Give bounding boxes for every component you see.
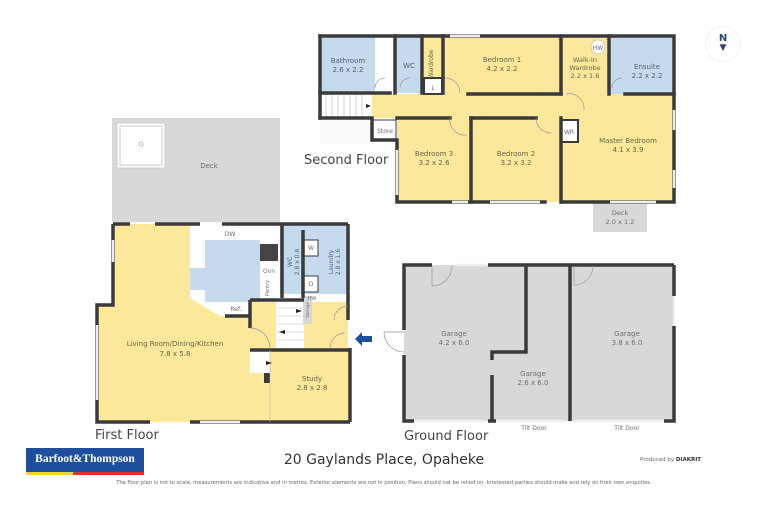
room-label-ensuite: Ensuite	[634, 63, 660, 71]
svg-text:2.8 x 2.8: 2.8 x 2.8	[297, 384, 328, 392]
deck-second-area	[593, 202, 647, 232]
room-label-living: Living Room/Dining/Kitchen	[127, 340, 224, 348]
garage-area	[404, 265, 674, 421]
bathroom-area	[320, 36, 375, 93]
produced-by: Produced by DIAKRIT	[640, 457, 701, 463]
north-arrow-icon: ▼	[719, 43, 727, 53]
ensuite-area	[610, 36, 674, 94]
room-label-bedroom2: Bedroom 2	[497, 150, 535, 158]
svg-text:4.2 x 2.2: 4.2 x 2.2	[487, 65, 518, 73]
svg-text:2.8 x 0.8: 2.8 x 0.8	[294, 249, 301, 276]
second-floor: Bathroom 2.6 x 2.2 WC Wardrobe Bedroom 1…	[304, 34, 676, 232]
room-label-bedroom1: Bedroom 1	[483, 56, 521, 64]
agency-logo-text: Barfoot&Thompson	[35, 453, 135, 465]
kitchen-island	[205, 240, 260, 302]
produced-by-prefix: Produced by	[640, 457, 676, 463]
svg-text:2.6 x 2.2: 2.6 x 2.2	[333, 66, 364, 74]
room-label-wc-second: WC	[403, 62, 415, 70]
svg-text:HW: HW	[308, 296, 317, 302]
svg-text:4.1 x 3.9: 4.1 x 3.9	[613, 146, 644, 154]
room-label-garage-3: Garage	[614, 330, 640, 338]
svg-text:L: L	[431, 85, 435, 92]
svg-text:Store: Store	[377, 128, 393, 135]
room-label-study: Study	[302, 375, 322, 383]
study-area	[270, 350, 350, 422]
svg-text:WR: WR	[564, 129, 574, 136]
room-label-garage-2: Garage	[520, 370, 546, 378]
svg-text:4.2 x 6.0: 4.2 x 6.0	[439, 339, 470, 347]
agency-logo: Barfoot&Thompson	[26, 448, 144, 475]
room-label-bedroom3: Bedroom 3	[415, 150, 453, 158]
room-label-walkin: Walk-In	[573, 56, 597, 64]
svg-text:2.2 x 1.6: 2.2 x 1.6	[571, 72, 600, 80]
bedroom1-area	[443, 36, 561, 94]
room-label-laundry: Laundry	[328, 249, 335, 274]
room-label-bathroom: Bathroom	[331, 57, 366, 65]
room-label-deck-second: Deck	[612, 209, 629, 217]
compass-label: N	[718, 33, 728, 44]
room-label-wardrobe: Wardrobe	[428, 49, 435, 78]
svg-text:3.2 x 2.6: 3.2 x 2.6	[419, 159, 450, 167]
svg-text:3.2 x 3.2: 3.2 x 3.2	[501, 159, 532, 167]
tilt-door-label-2: Tilt Door	[613, 425, 640, 432]
compass: N ▼	[705, 26, 741, 62]
room-label-master: Master Bedroom	[599, 137, 657, 145]
room-label-deck-first: Deck	[200, 162, 219, 170]
room-label-wc-first: WC	[287, 257, 294, 267]
property-address: 20 Gaylands Place, Opaheke	[283, 452, 485, 468]
floor-label-first: First Floor	[95, 428, 159, 443]
producer-brand: DIAKRIT	[675, 457, 702, 463]
svg-text:DW: DW	[225, 231, 236, 238]
svg-text:Pantry: Pantry	[265, 280, 271, 296]
room-label-garage-1: Garage	[441, 330, 467, 338]
svg-text:Ref.: Ref.	[230, 306, 241, 313]
svg-text:2.6 x 6.0: 2.6 x 6.0	[518, 379, 549, 387]
living-area	[97, 224, 270, 422]
svg-text:2.8 x 1.6: 2.8 x 1.6	[335, 249, 342, 276]
svg-text:2.0 x 1.2: 2.0 x 1.2	[606, 218, 635, 226]
svg-text:HW: HW	[593, 45, 604, 52]
svg-text:W: W	[308, 245, 314, 252]
tilt-door-label-1: Tilt Door	[520, 425, 547, 432]
logo-stripe	[26, 472, 144, 475]
svg-text:D: D	[309, 281, 314, 288]
floor-label-ground: Ground Floor	[404, 429, 489, 444]
disclaimer: The floor plan is not to scale, measurem…	[116, 480, 652, 486]
bedroom3-area	[397, 118, 471, 202]
svg-text:3.8 x 6.0: 3.8 x 6.0	[612, 339, 643, 347]
svg-text:Ovn: Ovn	[263, 268, 275, 275]
svg-text:Storage: Storage	[305, 302, 310, 318]
wc-area-second	[396, 36, 422, 93]
entry-arrow-icon	[355, 332, 372, 346]
svg-text:2.2 x 2.2: 2.2 x 2.2	[632, 72, 663, 80]
master-bedroom-area	[562, 94, 674, 202]
floor-label-second: Second Floor	[304, 153, 389, 168]
first-floor: Deck Living Room/Dining/Kitchen 7.8 x 5.…	[95, 118, 372, 443]
ground-floor: Garage 4.2 x 6.0 Garage 2.6 x 6.0 Garage…	[383, 263, 676, 444]
svg-text:Wardrobe: Wardrobe	[569, 64, 600, 72]
svg-text:7.8 x 5.8: 7.8 x 5.8	[160, 350, 191, 358]
